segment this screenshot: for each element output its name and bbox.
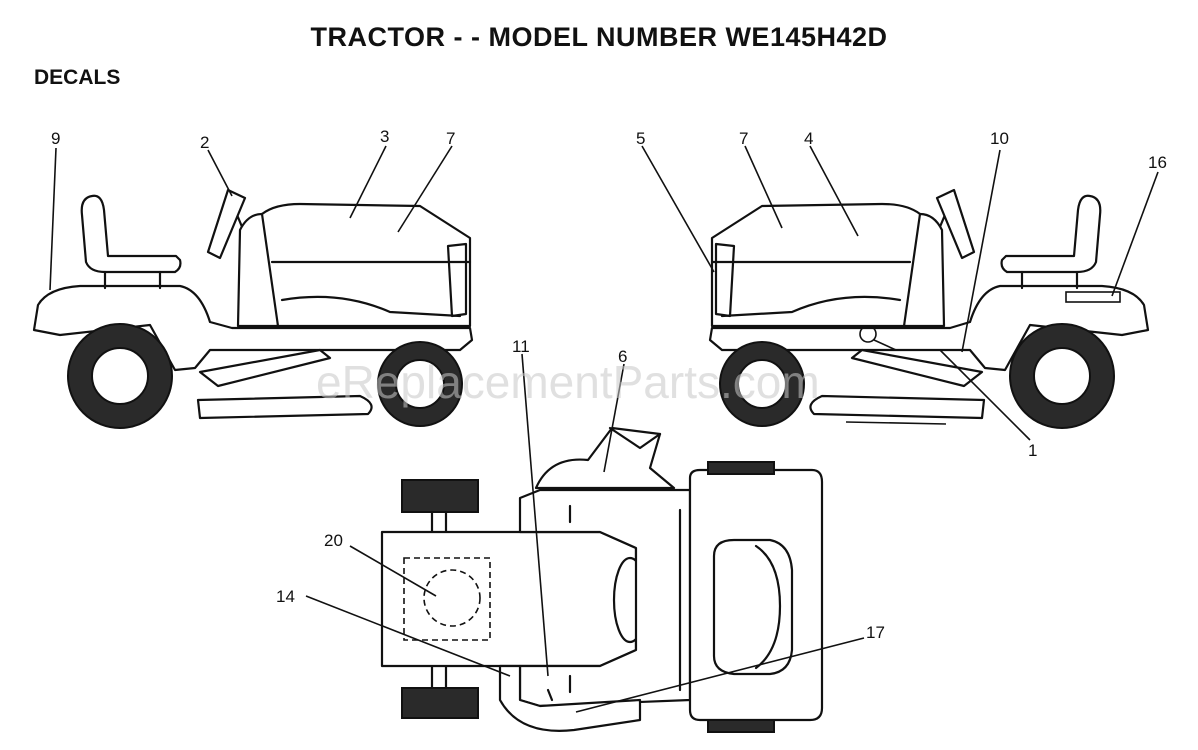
tractor-left-side-view xyxy=(32,188,474,429)
callout-9: 9 xyxy=(51,129,60,148)
callout-3: 3 xyxy=(380,127,389,146)
callout-7-left: 7 xyxy=(446,129,455,148)
callout-14: 14 xyxy=(276,587,295,606)
tractor-right-side-view xyxy=(708,188,1150,429)
callout-11: 11 xyxy=(512,337,530,356)
callout-17: 17 xyxy=(866,623,885,642)
callout-5: 5 xyxy=(636,129,645,148)
leader-lines xyxy=(49,145,1159,713)
callout-10: 10 xyxy=(990,129,1009,148)
callout-labels: 9 2 3 7 5 7 4 10 16 1 11 6 20 14 17 xyxy=(51,127,1167,642)
callout-6: 6 xyxy=(618,347,627,366)
callout-20: 20 xyxy=(324,531,343,550)
section-heading: DECALS xyxy=(34,66,121,89)
callout-7-right: 7 xyxy=(739,129,748,148)
tractor-top-view xyxy=(380,426,824,733)
page-title: TRACTOR - - MODEL NUMBER WE145H42D xyxy=(310,22,888,52)
callout-4: 4 xyxy=(804,129,813,148)
watermark: eReplacementParts.com xyxy=(316,356,820,408)
callout-16: 16 xyxy=(1148,153,1167,172)
callout-2: 2 xyxy=(200,133,209,152)
callout-1: 1 xyxy=(1028,441,1037,460)
